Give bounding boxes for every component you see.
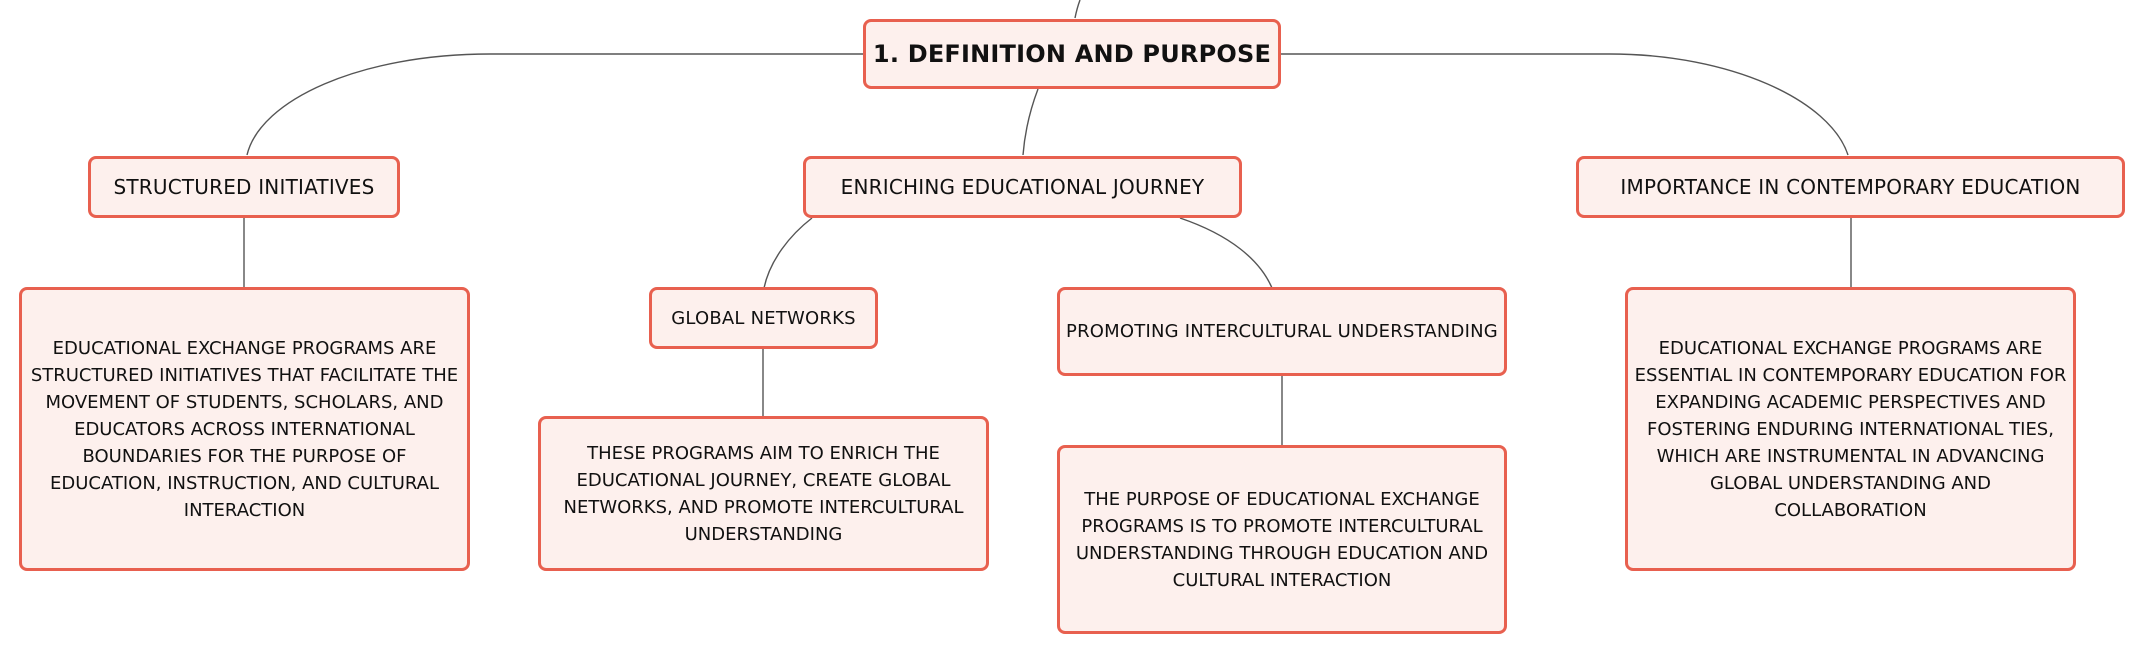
topic-structured-initiatives-label: STRUCTURED INITIATIVES xyxy=(113,175,375,199)
topic-structured-initiatives[interactable]: STRUCTURED INITIATIVES xyxy=(88,156,400,218)
connector-enriching-global xyxy=(763,217,813,289)
root-node-label: 1. DEFINITION AND PURPOSE xyxy=(872,40,1272,68)
promoting-intercultural-description-text: THE PURPOSE OF EDUCATIONAL EXCHANGE PROG… xyxy=(1075,488,1489,591)
root-node[interactable]: 1. DEFINITION AND PURPOSE xyxy=(863,19,1281,89)
topic-enriching-educational-journey-label: ENRICHING EDUCATIONAL JOURNEY xyxy=(840,175,1205,199)
global-networks-description[interactable]: THESE PROGRAMS AIM TO ENRICH THE EDUCATI… xyxy=(538,416,989,571)
subtopic-global-networks-label: GLOBAL NETWORKS xyxy=(671,307,856,329)
structured-initiatives-description[interactable]: EDUCATIONAL EXCHANGE PROGRAMS ARE STRUCT… xyxy=(19,287,470,571)
global-networks-description-text: THESE PROGRAMS AIM TO ENRICH THE EDUCATI… xyxy=(563,442,964,545)
topic-importance-contemporary-education-label: IMPORTANCE IN CONTEMPORARY EDUCATION xyxy=(1620,175,2081,199)
subtopic-promoting-intercultural-understanding-label: PROMOTING INTERCULTURAL UNDERSTANDING xyxy=(1066,321,1498,342)
connector-root-importance xyxy=(1281,53,1849,156)
structured-initiatives-description-text: EDUCATIONAL EXCHANGE PROGRAMS ARE STRUCT… xyxy=(30,337,459,521)
subtopic-global-networks[interactable]: GLOBAL NETWORKS xyxy=(649,287,878,349)
importance-description-text: EDUCATIONAL EXCHANGE PROGRAMS ARE ESSENT… xyxy=(1634,337,2067,521)
importance-description[interactable]: EDUCATIONAL EXCHANGE PROGRAMS ARE ESSENT… xyxy=(1625,287,2076,571)
connector-root-enriching xyxy=(1022,88,1039,156)
topic-enriching-educational-journey[interactable]: ENRICHING EDUCATIONAL JOURNEY xyxy=(803,156,1242,218)
connector-root-structured xyxy=(246,53,864,156)
topic-importance-contemporary-education[interactable]: IMPORTANCE IN CONTEMPORARY EDUCATION xyxy=(1576,156,2125,218)
connector-root-parent xyxy=(1074,0,1081,19)
subtopic-promoting-intercultural-understanding[interactable]: PROMOTING INTERCULTURAL UNDERSTANDING xyxy=(1057,287,1507,376)
promoting-intercultural-description[interactable]: THE PURPOSE OF EDUCATIONAL EXCHANGE PROG… xyxy=(1057,445,1507,634)
connector-enriching-promoting xyxy=(1179,217,1273,289)
